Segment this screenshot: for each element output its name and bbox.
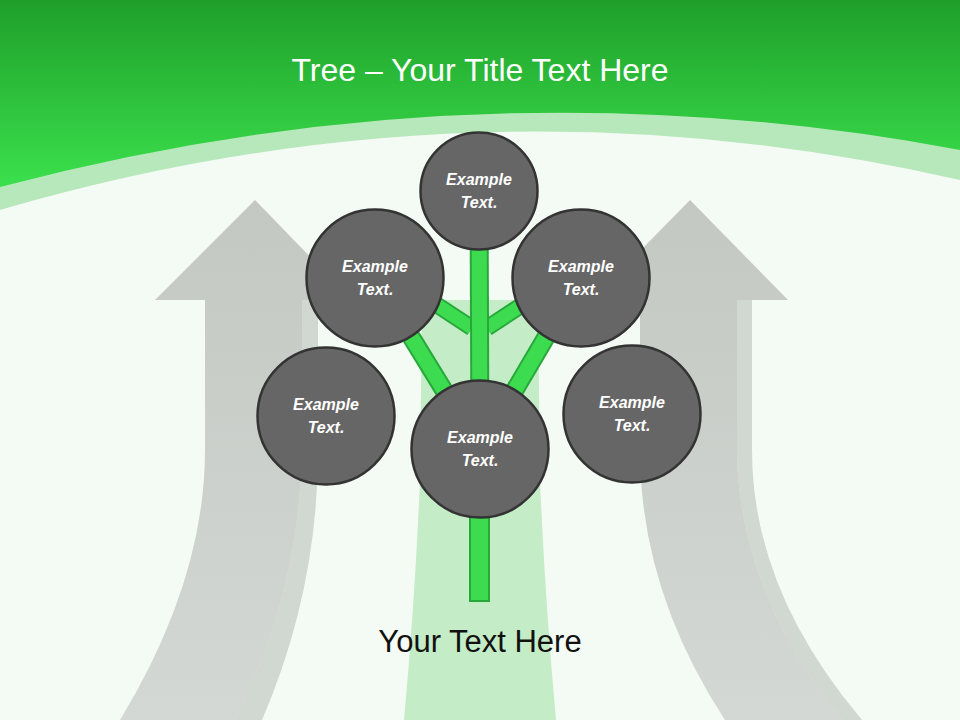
right-arrow-shade bbox=[690, 200, 862, 720]
circle-content: Example Text. bbox=[305, 208, 445, 348]
circle-shape bbox=[307, 210, 444, 347]
branch-outline bbox=[515, 337, 546, 389]
branch-fill bbox=[411, 337, 444, 390]
circle-content: Example Text. bbox=[419, 131, 539, 251]
circle-outline bbox=[419, 131, 539, 251]
branch-outline bbox=[411, 337, 444, 390]
node-text: Example Text. bbox=[440, 426, 520, 472]
tree-branch bbox=[515, 337, 546, 389]
text-circle: Example Text. bbox=[305, 208, 445, 348]
slide-title: Tree – Your Title Text Here bbox=[0, 52, 960, 89]
circle-outline bbox=[256, 346, 396, 486]
node-text: Example Text. bbox=[335, 255, 415, 301]
branch-fill bbox=[515, 337, 546, 389]
circle-outline bbox=[305, 208, 445, 348]
circle-content: Example Text. bbox=[410, 379, 550, 519]
tree-branch bbox=[479, 250, 481, 380]
circle-outline bbox=[410, 379, 550, 519]
node-text: Example Text. bbox=[439, 168, 519, 214]
tree-branch bbox=[411, 337, 444, 390]
text-circle: Example Text. bbox=[410, 379, 550, 519]
text-circle: Example Text. bbox=[419, 131, 539, 251]
circle-shape bbox=[412, 381, 549, 518]
text-circle: Example Text. bbox=[511, 208, 651, 348]
circle-shape bbox=[564, 346, 701, 483]
node-text: Example Text. bbox=[541, 255, 621, 301]
tree-twig bbox=[487, 305, 522, 328]
circle-outline bbox=[511, 208, 651, 348]
node-text: Example Text. bbox=[592, 391, 672, 437]
circle-shape bbox=[513, 210, 650, 347]
circle-content: Example Text. bbox=[256, 346, 396, 486]
circle-content: Example Text. bbox=[511, 208, 651, 348]
text-circle: Example Text. bbox=[562, 344, 702, 484]
circle-outline bbox=[562, 344, 702, 484]
circle-content: Example Text. bbox=[562, 344, 702, 484]
branch-fill bbox=[472, 250, 488, 380]
branch-outline bbox=[470, 250, 490, 380]
circle-shape bbox=[258, 348, 395, 485]
tree-twig bbox=[487, 305, 522, 328]
tree-twig bbox=[437, 305, 472, 328]
tree-twig bbox=[437, 305, 472, 328]
slide-caption: Your Text Here bbox=[0, 624, 960, 660]
text-circle: Example Text. bbox=[256, 346, 396, 486]
circle-shape bbox=[421, 133, 538, 250]
node-text: Example Text. bbox=[286, 393, 366, 439]
